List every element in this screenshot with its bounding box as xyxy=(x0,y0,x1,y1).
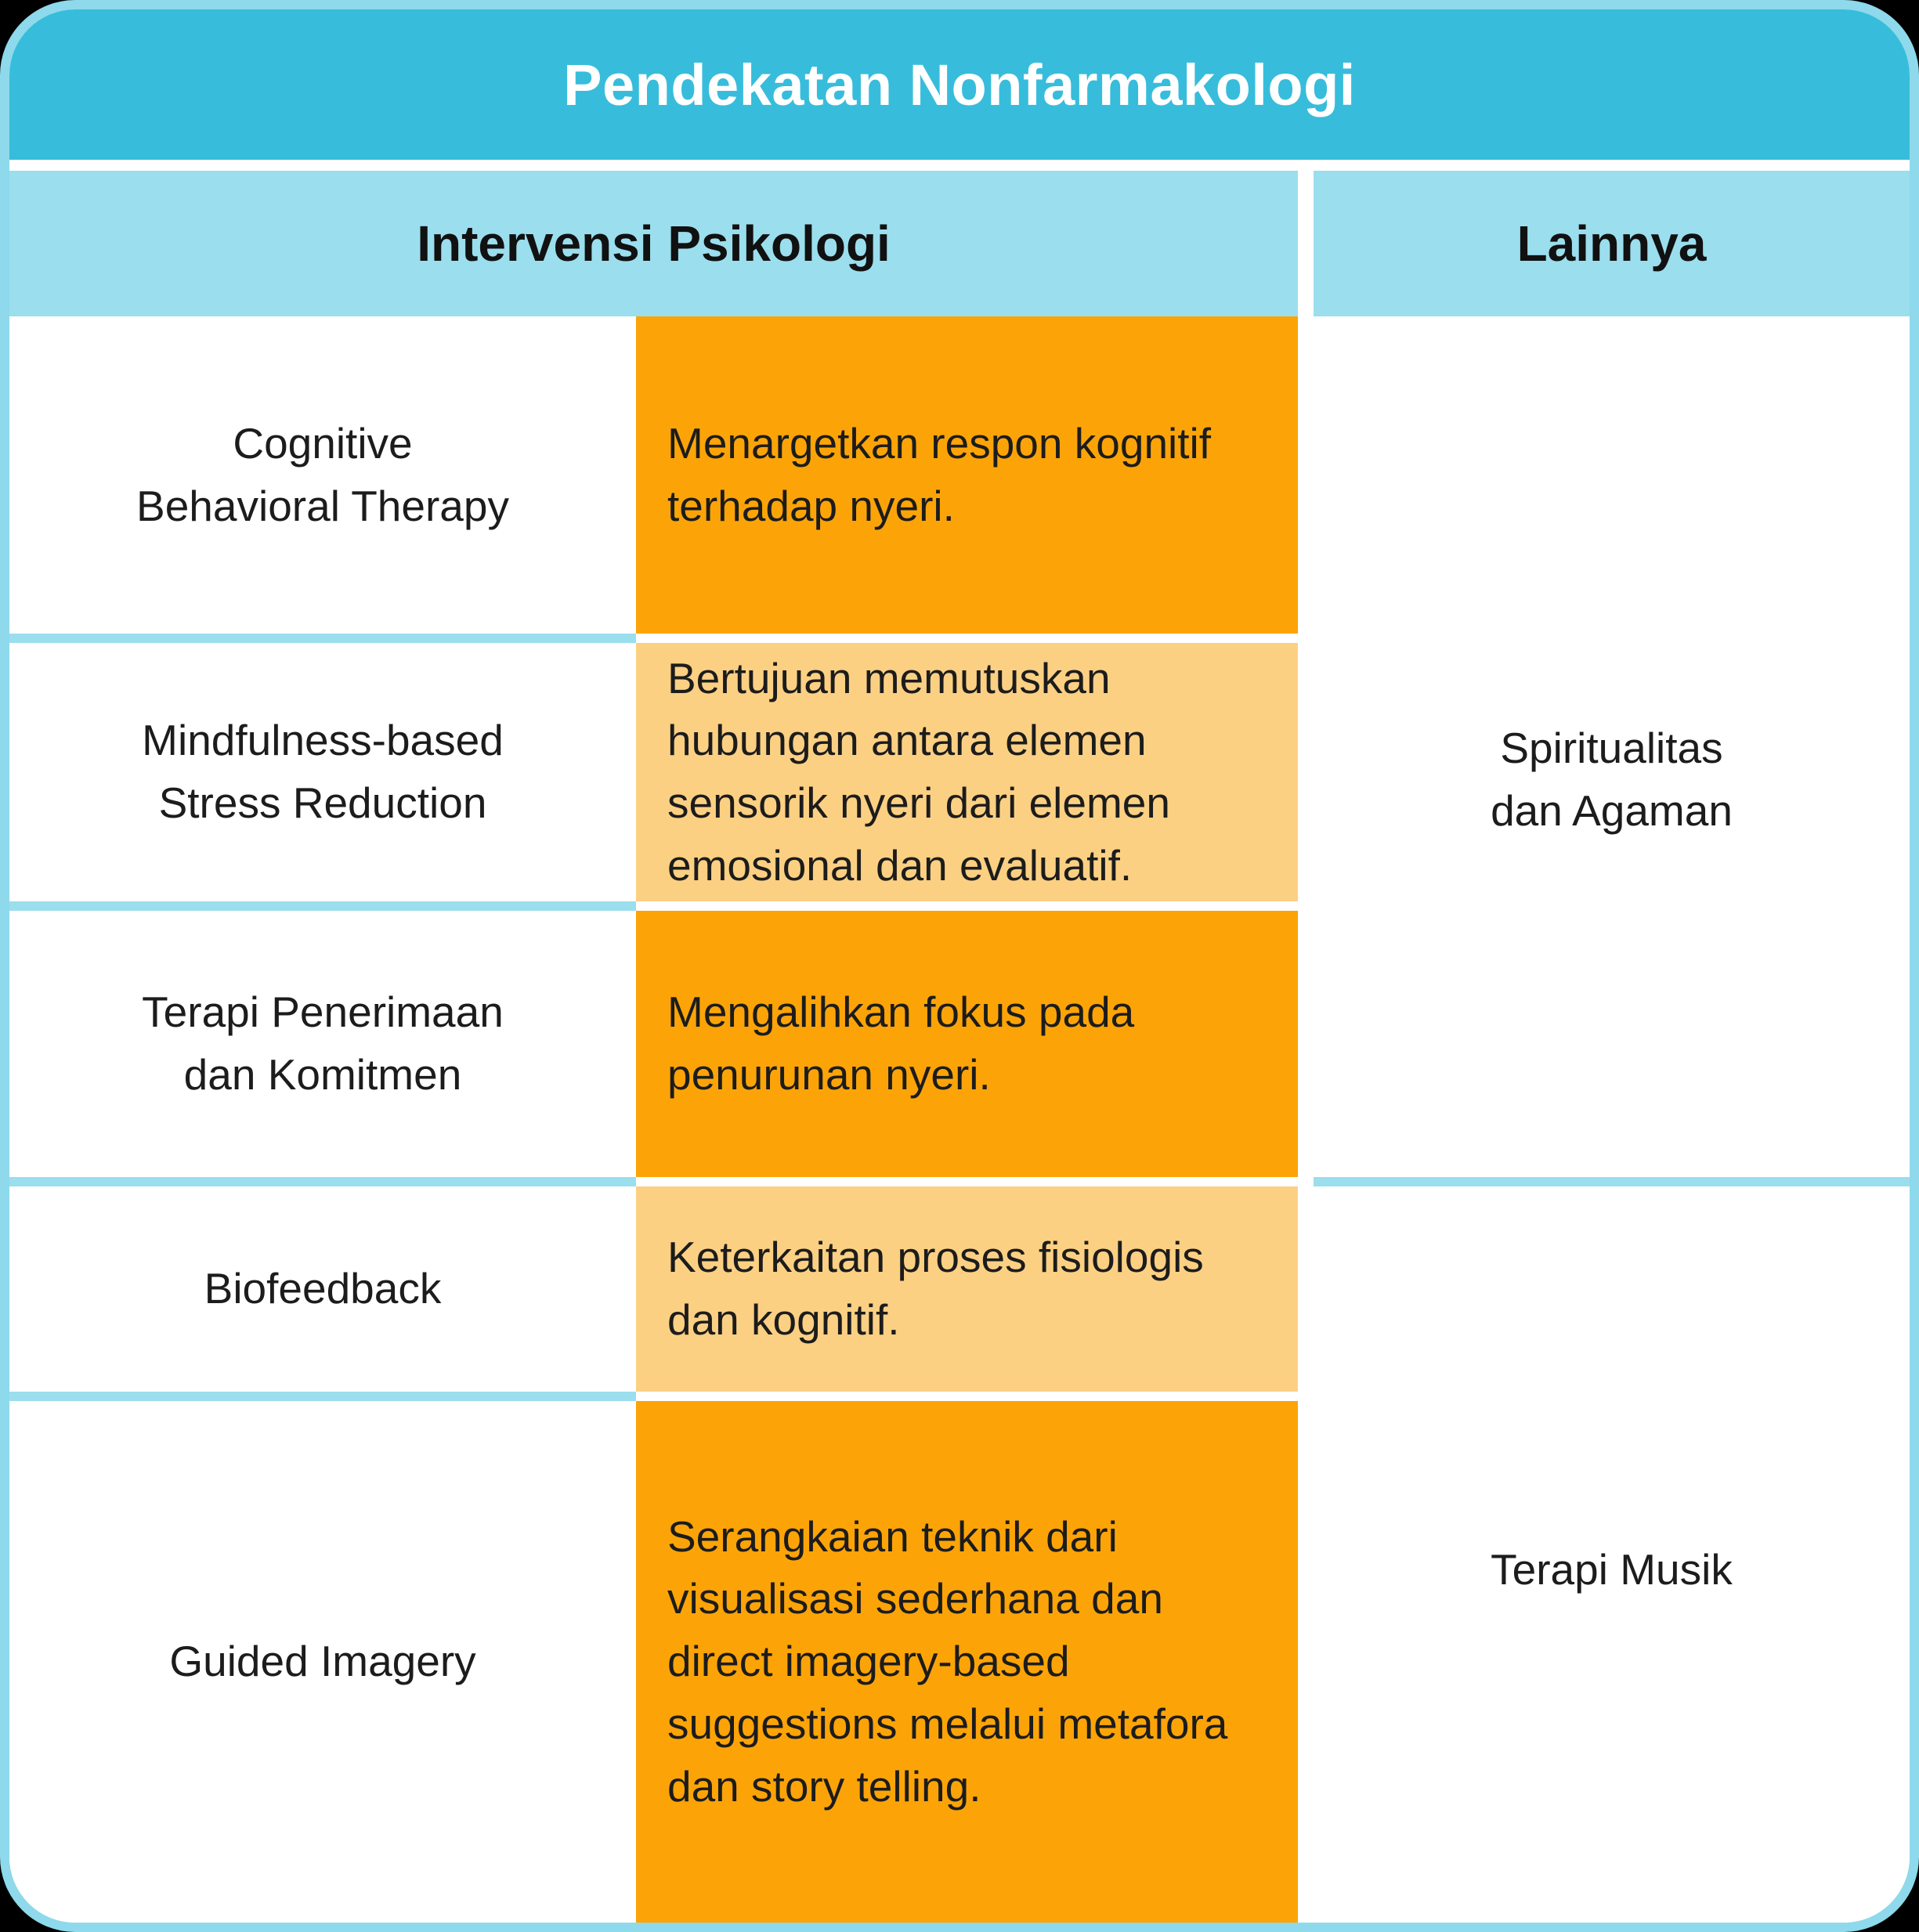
header-lainnya: Lainnya xyxy=(1314,171,1910,316)
therapy-desc-act: Mengalihkan fokus pada penurunan nyeri. xyxy=(636,911,1298,1177)
therapy-desc-mbsr: Bertujuan memutuskan hubungan antara ele… xyxy=(636,643,1298,901)
therapy-name-mbsr: Mindfulness-based Stress Reduction xyxy=(9,643,636,901)
row-divider xyxy=(9,1392,636,1401)
table-body: Cognitive Behavioral Therapy Mindfulness… xyxy=(9,316,1910,1923)
header-intervensi-psikologi: Intervensi Psikologi xyxy=(9,171,1298,316)
row-divider xyxy=(9,1177,636,1186)
therapy-name-biofeedback: Biofeedback xyxy=(9,1186,636,1392)
therapy-name-act: Terapi Penerimaan dan Komitmen xyxy=(9,911,636,1177)
title-bar: Pendekatan Nonfarmakologi xyxy=(9,9,1910,160)
others-terapi-musik: Terapi Musik xyxy=(1314,1186,1910,1923)
column-gap xyxy=(1298,316,1314,1923)
page-title: Pendekatan Nonfarmakologi xyxy=(563,52,1356,117)
row-divider xyxy=(9,634,636,643)
header-column-gap xyxy=(1298,171,1314,316)
therapy-desc-cbt: Menargetkan respon kognitif terhadap nye… xyxy=(636,316,1298,634)
row-divider xyxy=(9,901,636,911)
therapy-desc-guided-imagery: Serangkaian teknik dari visualisasi sede… xyxy=(636,1401,1298,1923)
column-header-row: Intervensi Psikologi Lainnya xyxy=(9,171,1910,316)
title-header-separator xyxy=(9,160,1910,171)
therapy-name-cbt: Cognitive Behavioral Therapy xyxy=(9,316,636,634)
others-row-divider xyxy=(1314,1177,1910,1186)
therapy-name-guided-imagery: Guided Imagery xyxy=(9,1401,636,1923)
others-spiritualitas: Spiritualitas dan Agaman xyxy=(1314,316,1910,1177)
therapy-desc-biofeedback: Keterkaitan proses fisiologis dan kognit… xyxy=(636,1186,1298,1392)
